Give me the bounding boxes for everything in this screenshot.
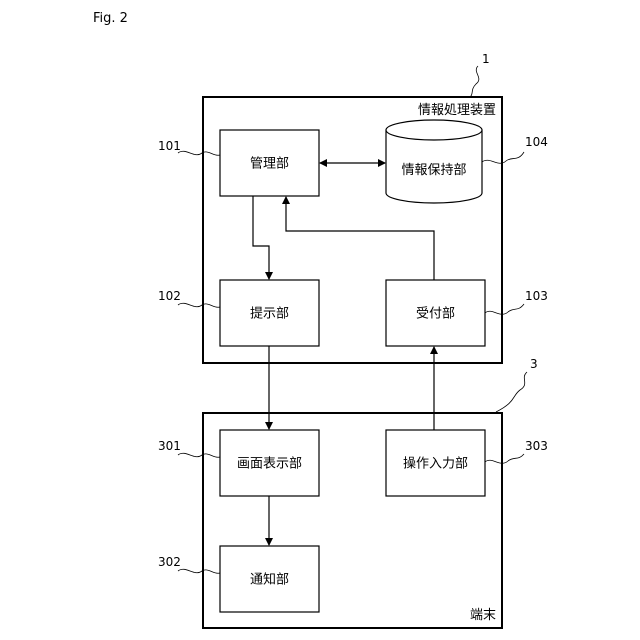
storage-ref: 104 <box>525 135 548 149</box>
reception-ref: 103 <box>525 289 548 303</box>
figure-label: Fig. 2 <box>93 11 128 26</box>
management-label: 管理部 <box>250 157 289 172</box>
info-processing-device-leader <box>470 66 479 97</box>
notification-label: 通知部 <box>250 572 289 588</box>
storage-cylinder <box>386 120 482 203</box>
screen-display-label: 画面表示部 <box>237 457 302 472</box>
reception-label: 受付部 <box>416 307 455 322</box>
info-processing-device-ref: 1 <box>482 52 490 66</box>
storage-label: 情報保持部 <box>401 163 466 178</box>
info-processing-device-title: 情報処理装置 <box>418 103 496 118</box>
operation-input-ref: 303 <box>525 439 548 453</box>
notification-ref: 302 <box>158 555 181 569</box>
terminal-ref: 3 <box>530 357 538 371</box>
presentation-ref: 102 <box>158 289 181 303</box>
screen-display-ref: 301 <box>158 439 181 453</box>
presentation-label: 提示部 <box>250 306 289 322</box>
operation-input-label: 操作入力部 <box>403 456 468 472</box>
management-ref: 101 <box>158 139 181 153</box>
terminal-title: 端末 <box>470 608 496 623</box>
terminal-leader <box>496 372 527 412</box>
